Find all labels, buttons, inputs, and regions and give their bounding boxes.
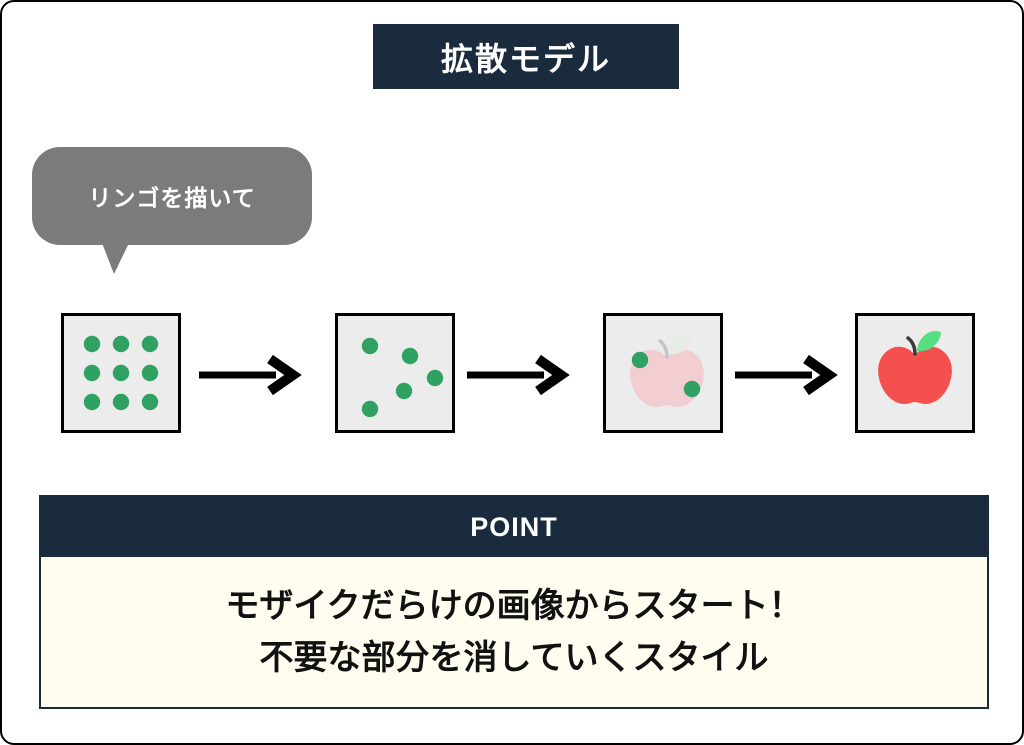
scattered-noise-icon	[361, 337, 444, 418]
prompt-bubble: リンゴを描いて	[32, 147, 312, 245]
noise-dot	[683, 380, 701, 398]
noise-dot	[141, 335, 159, 353]
point-line-1: モザイクだらけの画像からスタート！	[225, 587, 803, 625]
point-body: モザイクだらけの画像からスタート！ 不要な部分を消していくスタイル	[41, 557, 987, 707]
prompt-bubble-tail	[102, 243, 129, 274]
noise-dot	[83, 364, 101, 382]
noise-dot	[401, 347, 419, 365]
noise-grid-icon	[83, 335, 159, 411]
noise-dot	[426, 369, 444, 387]
noise-dot	[361, 337, 379, 355]
noise-dot	[141, 393, 159, 411]
faint-apple-icon	[630, 334, 704, 407]
title-banner: 拡散モデル	[373, 24, 679, 89]
red-apple-icon	[878, 331, 952, 404]
noise-dot	[112, 364, 130, 382]
arrow-right-icon	[467, 354, 570, 396]
noise-dot	[112, 393, 130, 411]
stage-box-finished-apple	[855, 313, 975, 433]
noise-dot	[631, 351, 649, 369]
point-header-label: POINT	[470, 511, 558, 542]
noise-dot	[361, 400, 379, 418]
noise-dot	[141, 364, 159, 382]
prompt-bubble-text: リンゴを描いて	[88, 185, 256, 211]
stage-box-noise-grid	[61, 313, 181, 433]
point-header: POINT	[41, 497, 987, 557]
point-callout: POINT モザイクだらけの画像からスタート！ 不要な部分を消していくスタイル	[39, 495, 989, 709]
noise-dot	[112, 335, 130, 353]
page-title: 拡散モデル	[440, 40, 611, 77]
stage-box-faint-apple	[603, 313, 723, 433]
noise-dot	[83, 335, 101, 353]
point-line-2: 不要な部分を消していくスタイル	[259, 639, 769, 677]
arrow-right-icon	[199, 354, 302, 396]
arrow-right-icon	[735, 354, 838, 396]
red-apple-shape	[878, 331, 952, 404]
noise-dot	[83, 393, 101, 411]
stage-box-scattered-noise	[335, 313, 455, 433]
noise-dot	[395, 382, 413, 400]
